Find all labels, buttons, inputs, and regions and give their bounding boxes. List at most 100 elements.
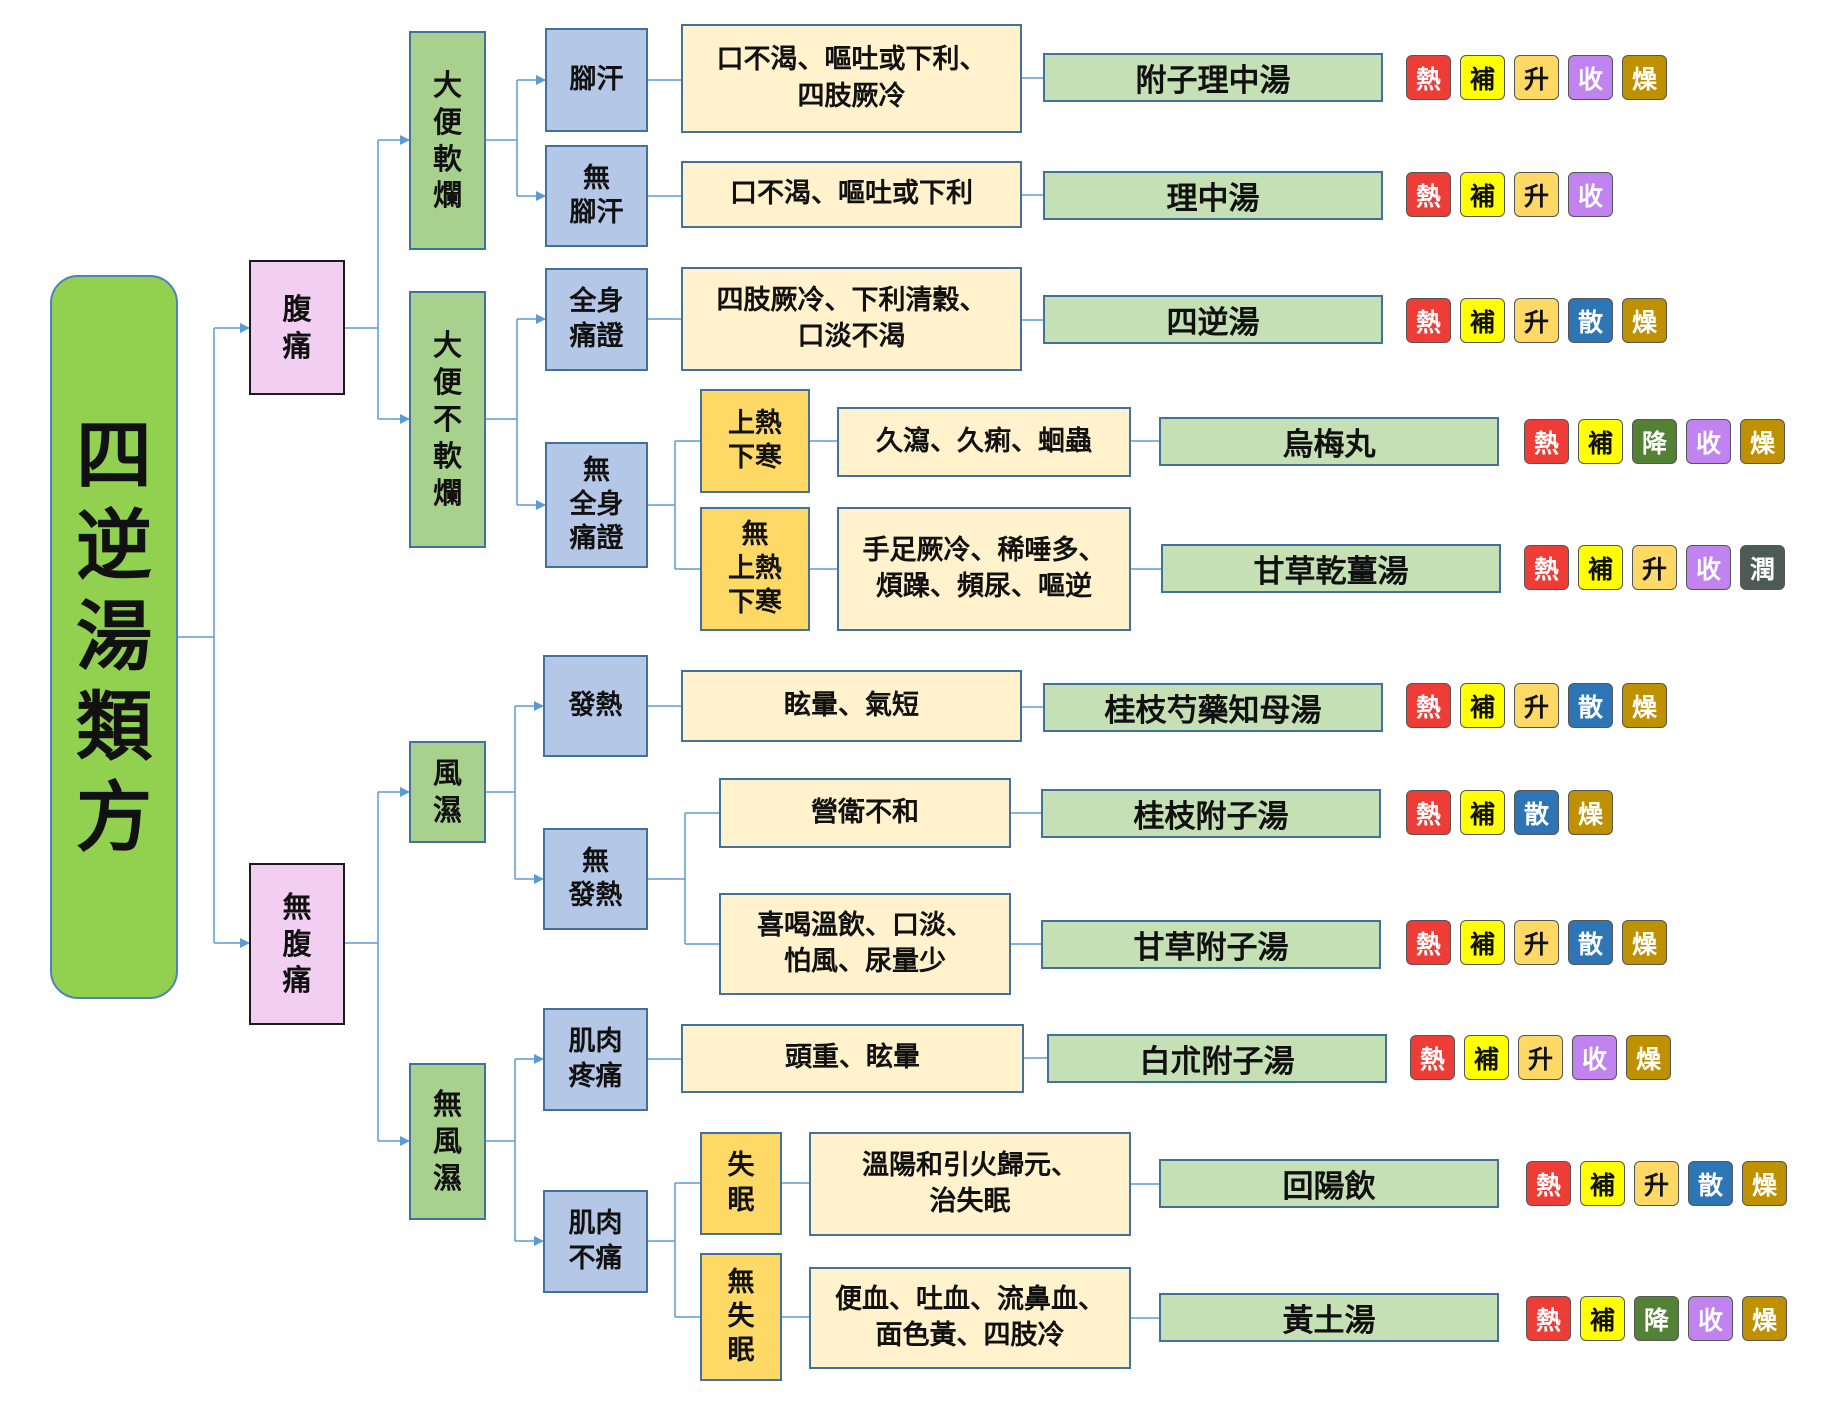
node-muscle-pain: 肌肉 疼痛 bbox=[543, 1008, 648, 1111]
node-no-body-pain: 無 全身 痛證 bbox=[545, 442, 648, 568]
property-tags: 熱補升收燥 bbox=[1406, 55, 1667, 100]
property-tag: 潤 bbox=[1740, 545, 1785, 590]
property-tag: 收 bbox=[1688, 1296, 1733, 1341]
property-tag: 升 bbox=[1514, 55, 1559, 100]
property-tag: 降 bbox=[1634, 1296, 1679, 1341]
formula-box: 烏梅丸 bbox=[1159, 417, 1499, 466]
property-tags: 熱補升散燥 bbox=[1526, 1161, 1787, 1206]
formula-box: 附子理中湯 bbox=[1043, 53, 1383, 102]
property-tag: 補 bbox=[1578, 545, 1623, 590]
property-tag: 燥 bbox=[1626, 1035, 1671, 1080]
property-tag: 補 bbox=[1580, 1161, 1625, 1206]
node-no-muscle-pain: 肌肉 不痛 bbox=[543, 1190, 648, 1293]
property-tag: 收 bbox=[1686, 419, 1731, 464]
root-node: 四逆湯類方 bbox=[50, 275, 178, 999]
property-tag: 熱 bbox=[1406, 683, 1451, 728]
symptom-box: 便血、吐血、流鼻血、 面色黃、四肢冷 bbox=[809, 1267, 1131, 1369]
formula-box: 理中湯 bbox=[1043, 171, 1383, 220]
formula-box: 桂枝芍藥知母湯 bbox=[1043, 683, 1383, 732]
property-tag: 燥 bbox=[1622, 55, 1667, 100]
node-no-insomnia: 無 失 眠 bbox=[700, 1253, 782, 1381]
property-tags: 熱補散燥 bbox=[1406, 790, 1613, 835]
property-tag: 補 bbox=[1460, 298, 1505, 343]
property-tag: 降 bbox=[1632, 419, 1677, 464]
symptom-box: 頭重、眩暈 bbox=[681, 1024, 1024, 1093]
property-tag: 散 bbox=[1568, 298, 1613, 343]
property-tag: 收 bbox=[1568, 172, 1613, 217]
property-tag: 收 bbox=[1686, 545, 1731, 590]
property-tag: 升 bbox=[1518, 1035, 1563, 1080]
formula-box: 甘草乾薑湯 bbox=[1161, 544, 1501, 593]
formula-box: 黃土湯 bbox=[1159, 1293, 1499, 1342]
property-tag: 補 bbox=[1580, 1296, 1625, 1341]
property-tag: 熱 bbox=[1406, 920, 1451, 965]
property-tag: 燥 bbox=[1568, 790, 1613, 835]
symptom-box: 口不渴、嘔吐或下利、 四肢厥冷 bbox=[681, 24, 1022, 133]
property-tag: 熱 bbox=[1524, 419, 1569, 464]
property-tags: 熱補降收燥 bbox=[1526, 1296, 1787, 1341]
property-tag: 升 bbox=[1514, 172, 1559, 217]
property-tags: 熱補升散燥 bbox=[1406, 683, 1667, 728]
property-tag: 散 bbox=[1568, 920, 1613, 965]
symptom-box: 久瀉、久痢、蛔蟲 bbox=[837, 407, 1131, 477]
formula-box: 白朮附子湯 bbox=[1047, 1034, 1387, 1083]
property-tag: 補 bbox=[1578, 419, 1623, 464]
formula-box: 桂枝附子湯 bbox=[1041, 789, 1381, 838]
property-tag: 燥 bbox=[1742, 1161, 1787, 1206]
symptom-box: 眩暈、氣短 bbox=[681, 670, 1022, 742]
property-tag: 燥 bbox=[1740, 419, 1785, 464]
property-tag: 收 bbox=[1568, 55, 1613, 100]
property-tag: 熱 bbox=[1406, 55, 1451, 100]
property-tag: 熱 bbox=[1406, 298, 1451, 343]
node-wind-damp: 風 濕 bbox=[409, 741, 486, 843]
property-tag: 升 bbox=[1634, 1161, 1679, 1206]
property-tag: 補 bbox=[1464, 1035, 1509, 1080]
property-tag: 補 bbox=[1460, 790, 1505, 835]
property-tag: 熱 bbox=[1526, 1161, 1571, 1206]
node-foot-sweat: 腳汗 bbox=[545, 28, 648, 132]
property-tag: 收 bbox=[1572, 1035, 1617, 1080]
symptom-box: 口不渴、嘔吐或下利 bbox=[681, 161, 1022, 228]
property-tags: 熱補升收 bbox=[1406, 172, 1613, 217]
property-tag: 燥 bbox=[1742, 1296, 1787, 1341]
node-insomnia: 失 眠 bbox=[700, 1132, 782, 1235]
property-tag: 燥 bbox=[1622, 920, 1667, 965]
property-tag: 散 bbox=[1568, 683, 1613, 728]
symptom-box: 喜喝溫飲、口淡、 怕風、尿量少 bbox=[719, 893, 1011, 995]
property-tags: 熱補升收潤 bbox=[1524, 545, 1785, 590]
symptom-box: 四肢厥冷、下利清穀、 口淡不渴 bbox=[681, 267, 1022, 371]
property-tag: 升 bbox=[1632, 545, 1677, 590]
property-tags: 熱補升散燥 bbox=[1406, 920, 1667, 965]
node-no-loose-stool: 大 便 不 軟 爛 bbox=[409, 291, 486, 548]
property-tag: 熱 bbox=[1406, 172, 1451, 217]
property-tag: 燥 bbox=[1622, 298, 1667, 343]
node-no-abdominal-pain: 無 腹 痛 bbox=[249, 863, 345, 1025]
property-tags: 熱補升收燥 bbox=[1410, 1035, 1671, 1080]
node-no-wind-damp: 無 風 濕 bbox=[409, 1063, 486, 1220]
node-no-upper-heat-lower-cold: 無 上熱 下寒 bbox=[700, 507, 810, 631]
property-tag: 熱 bbox=[1524, 545, 1569, 590]
formula-box: 甘草附子湯 bbox=[1041, 920, 1381, 969]
symptom-box: 營衛不和 bbox=[719, 778, 1011, 848]
symptom-box: 溫陽和引火歸元、 治失眠 bbox=[809, 1132, 1131, 1236]
property-tag: 散 bbox=[1514, 790, 1559, 835]
property-tag: 升 bbox=[1514, 298, 1559, 343]
property-tag: 熱 bbox=[1406, 790, 1451, 835]
property-tag: 熱 bbox=[1410, 1035, 1455, 1080]
property-tag: 燥 bbox=[1622, 683, 1667, 728]
node-no-foot-sweat: 無 腳汗 bbox=[545, 145, 648, 247]
property-tag: 補 bbox=[1460, 683, 1505, 728]
property-tags: 熱補降收燥 bbox=[1524, 419, 1785, 464]
property-tag: 升 bbox=[1514, 920, 1559, 965]
node-fever: 發熱 bbox=[543, 655, 648, 757]
symptom-box: 手足厥冷、稀唾多、 煩躁、頻尿、嘔逆 bbox=[837, 507, 1131, 631]
property-tag: 升 bbox=[1514, 683, 1559, 728]
formula-box: 回陽飲 bbox=[1159, 1159, 1499, 1208]
node-body-pain: 全身 痛證 bbox=[545, 268, 648, 371]
node-loose-stool: 大 便 軟 爛 bbox=[409, 31, 486, 250]
node-no-fever: 無 發熱 bbox=[543, 828, 648, 930]
property-tag: 補 bbox=[1460, 172, 1505, 217]
node-abdominal-pain: 腹 痛 bbox=[249, 260, 345, 395]
